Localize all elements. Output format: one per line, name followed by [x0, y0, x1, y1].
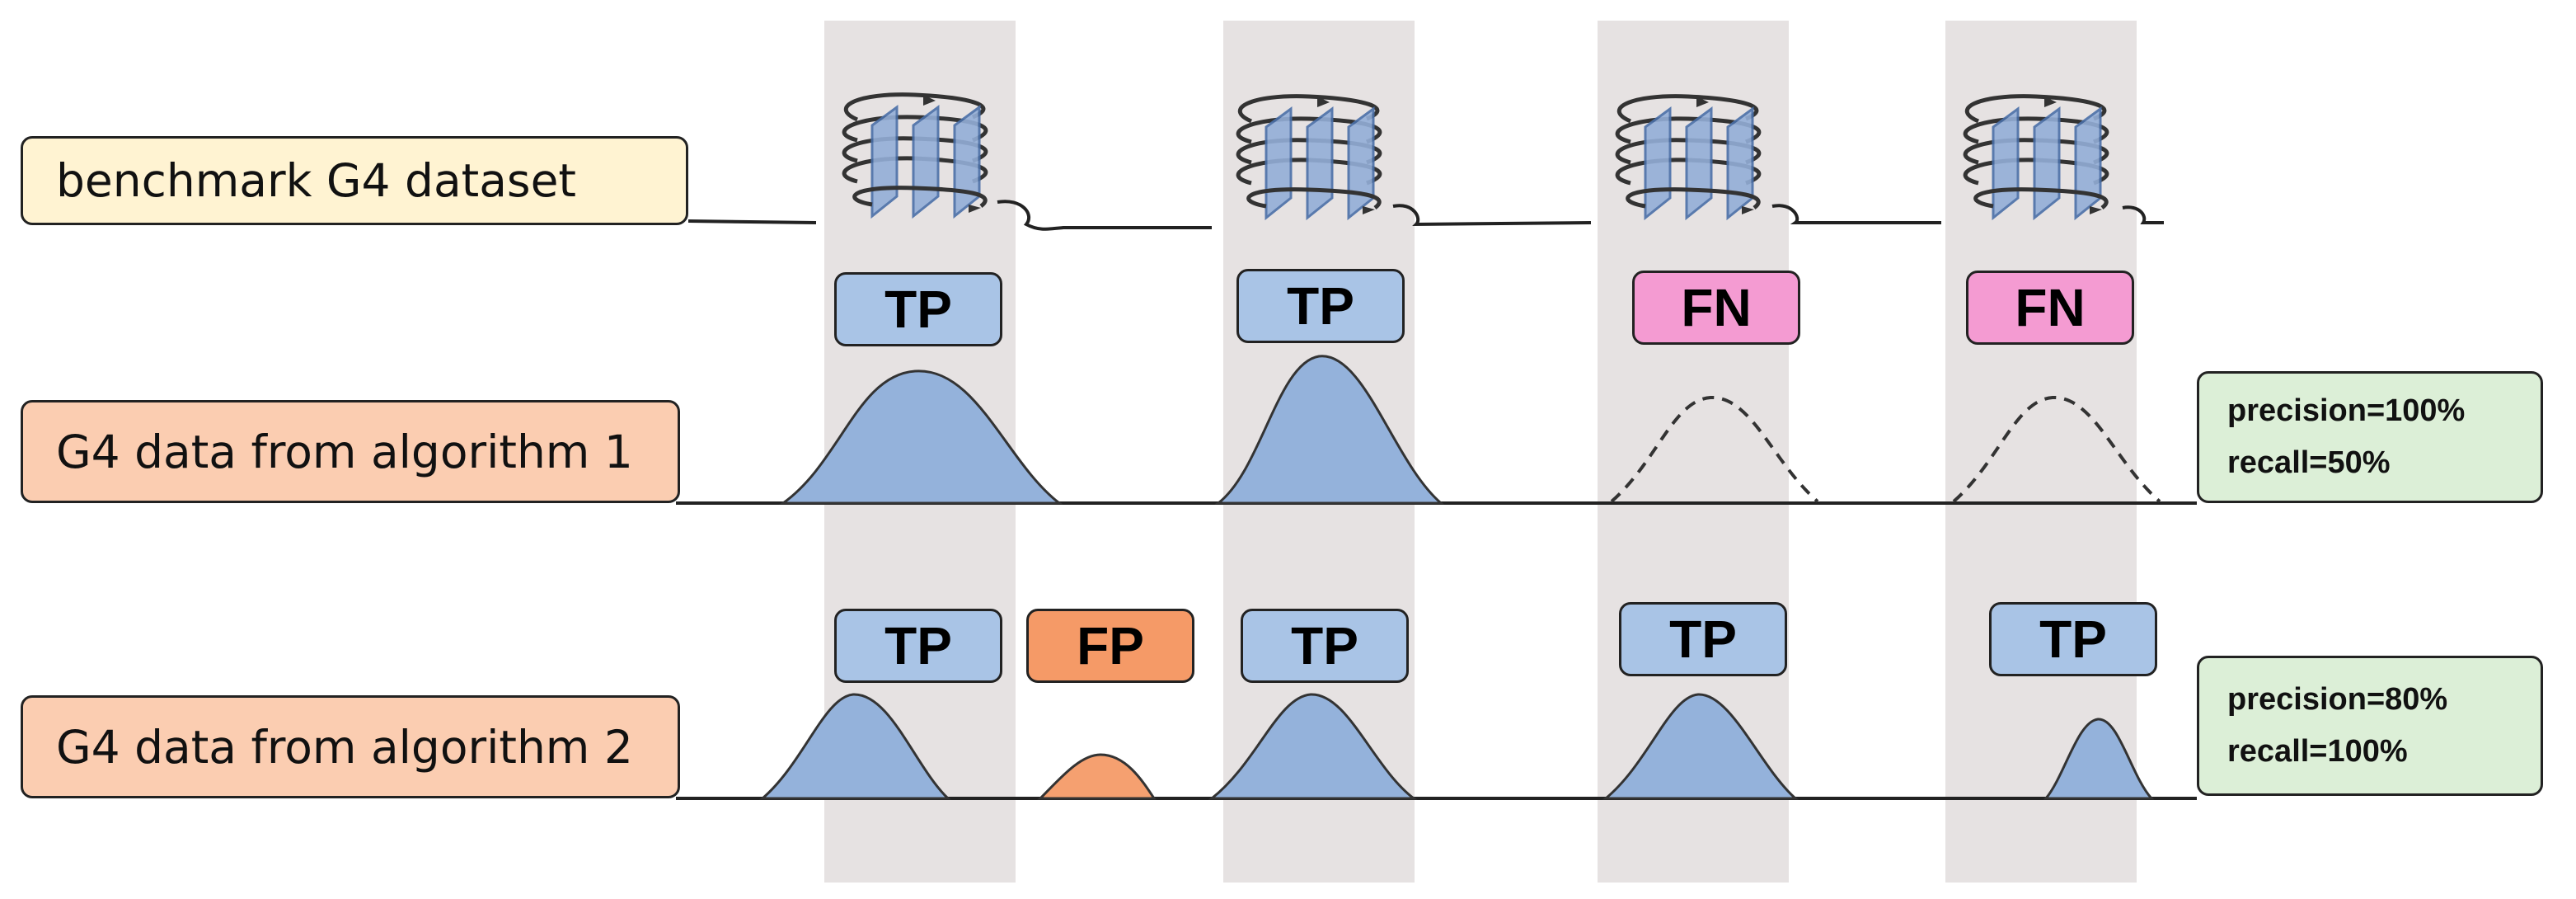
- algorithm1-badge-1: TP: [834, 272, 1002, 346]
- algorithm2-badge-4: TP: [1619, 602, 1787, 676]
- algorithm1-badge-3: FN: [1632, 271, 1800, 345]
- benchmark-label: benchmark G4 dataset: [21, 136, 688, 225]
- algorithm2-label: G4 data from algorithm 2: [21, 695, 680, 798]
- algorithm2-recall: recall=100%: [2227, 734, 2408, 769]
- algorithm2-badge-3: TP: [1241, 609, 1409, 683]
- benchmark-strand: [687, 200, 2164, 231]
- algorithm1-peak-1: [779, 369, 1063, 505]
- algorithm1-recall: recall=50%: [2227, 445, 2391, 480]
- column-highlights: [824, 21, 2137, 883]
- algorithm2-badge-2: FP: [1026, 609, 1194, 683]
- algorithm1-badge-2: TP: [1236, 269, 1405, 343]
- algorithm1-label: G4 data from algorithm 1: [21, 400, 680, 503]
- algorithm1-missed-peak-1: [1610, 395, 1819, 503]
- algorithm1-precision: precision=100%: [2227, 393, 2466, 428]
- algorithm2-peak-2: [1208, 693, 1418, 800]
- algorithm1-metrics: precision=100% recall=50%: [2197, 371, 2543, 503]
- algorithm2-badge-5: TP: [1989, 602, 2157, 676]
- algorithm1-peak-2: [1214, 355, 1445, 505]
- algorithm2-peak-1: [758, 693, 951, 800]
- algorithm1-badge-4: FN: [1966, 271, 2134, 345]
- algorithm2-fp-peak: [1037, 753, 1157, 800]
- algorithm1-missed-peak-2: [1952, 395, 2161, 503]
- algorithm2-peak-4: [2043, 718, 2155, 800]
- algorithm2-peak-3: [1602, 693, 1799, 800]
- benchmark-track: [687, 95, 2164, 231]
- algorithm2-track: [676, 693, 2197, 800]
- algorithm1-track: [676, 355, 2197, 505]
- algorithm2-metrics: precision=80% recall=100%: [2197, 656, 2543, 796]
- algorithm2-precision: precision=80%: [2227, 682, 2448, 717]
- algorithm2-badge-1: TP: [834, 609, 1002, 683]
